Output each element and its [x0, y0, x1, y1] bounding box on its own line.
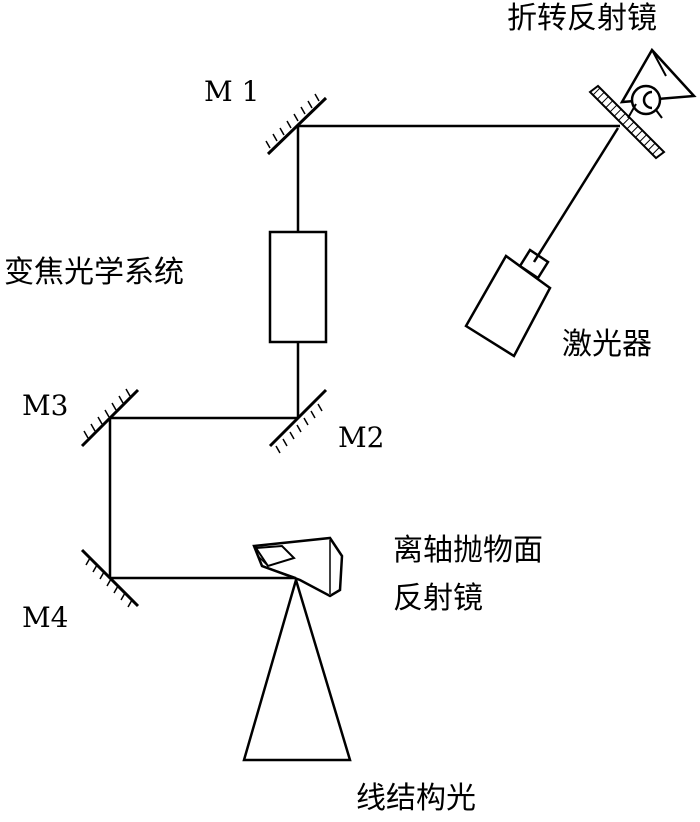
mirror-m1	[265, 93, 328, 156]
mirror-m3	[80, 388, 140, 448]
label-m1: M 1	[204, 75, 260, 108]
zoom-optical-system-box	[268, 230, 328, 344]
beam-laser-to-fold-mirror	[532, 127, 620, 263]
laser-nozzle	[518, 248, 550, 280]
fold-mirror-assembly	[588, 47, 697, 160]
mirror-m4	[80, 548, 140, 608]
label-m3: M3	[22, 389, 69, 422]
line-structured-light-fan	[242, 575, 352, 762]
label-m2: M2	[338, 421, 385, 454]
mirror-m2	[268, 388, 328, 454]
label-m4: M4	[22, 601, 69, 634]
label-line-structured-light: 线结构光	[356, 781, 476, 816]
label-zoom-optical-system: 变焦光学系统	[4, 255, 184, 290]
label-laser: 激光器	[562, 327, 652, 362]
label-fold-mirror: 折转反射镜	[507, 1, 657, 36]
laser-body	[464, 254, 552, 358]
off-axis-parabolic-mirror	[252, 536, 344, 598]
label-oap-line2: 反射镜	[393, 581, 483, 616]
label-oap-line1: 离轴抛物面	[393, 533, 543, 568]
